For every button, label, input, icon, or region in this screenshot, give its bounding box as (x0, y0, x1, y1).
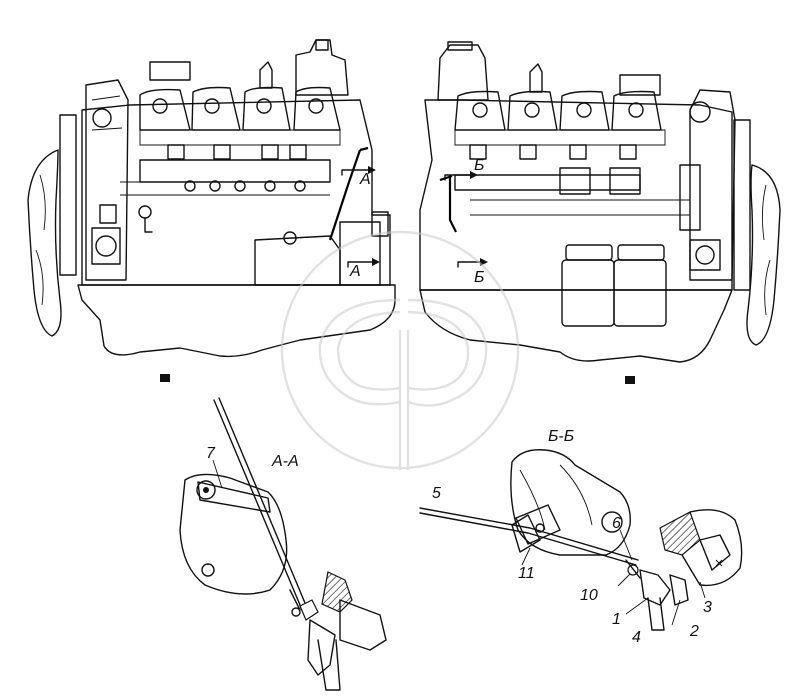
engine-right-view: Б Б (419, 41, 781, 384)
section-arrow-b-bottom: Б (474, 269, 484, 286)
cylinder-heads-left (139, 86, 341, 160)
section-title-a-a: А-А (271, 453, 299, 470)
oil-filters (561, 244, 667, 327)
oil-pan-right (419, 289, 733, 363)
watermark-logo (280, 230, 520, 470)
callout-1: 1 (612, 611, 621, 628)
section-a-a: 7 А-А (179, 397, 387, 691)
callout-6: 6 (612, 515, 621, 532)
engine-left-view: А А (27, 39, 396, 382)
section-b-b: 5 6 11 10 1 2 3 4 Б-Б (419, 428, 743, 646)
callout-3: 3 (703, 599, 712, 616)
section-title-b-b: Б-Б (548, 428, 574, 445)
callout-5: 5 (432, 485, 441, 502)
callout-11: 11 (518, 565, 535, 582)
section-arrow-a-bottom: А (349, 263, 361, 280)
section-arrow-b-top: Б (474, 157, 484, 174)
block-right (419, 99, 733, 291)
callout-2: 2 (689, 623, 699, 640)
starter-left (254, 211, 389, 286)
section-arrow-a-top: А (359, 171, 371, 188)
fan-left (27, 114, 77, 337)
callout-7: 7 (206, 445, 216, 462)
fan-right (733, 119, 781, 346)
callout-10: 10 (580, 587, 598, 604)
drain-plug-left (160, 374, 170, 382)
cylinder-heads-right (454, 90, 666, 160)
oil-pan-left (77, 284, 396, 358)
callout-4: 4 (632, 629, 641, 646)
drain-plug-right (625, 376, 635, 384)
